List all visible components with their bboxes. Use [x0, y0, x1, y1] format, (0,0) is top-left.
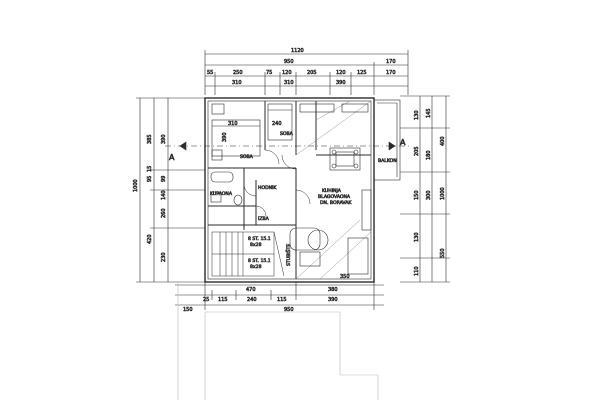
- dim-right-mid-130b: 130: [414, 232, 420, 242]
- dim-left-385: 385: [147, 134, 153, 144]
- room-label-kuhinja: KUHINJA: [322, 188, 342, 194]
- room-label-soba-1: SOBA: [240, 154, 254, 160]
- dim-left-420: 420: [147, 234, 153, 244]
- dim-row2-width: 950: [284, 59, 294, 65]
- balcony: [373, 99, 401, 181]
- dim-bed-mid: 240: [272, 121, 282, 127]
- dim-overall-width: 1120: [291, 48, 304, 54]
- dim-right-outer-145: 145: [426, 108, 432, 118]
- dim-right-total: 1000: [440, 187, 446, 200]
- dim-right-mid-130: 130: [414, 110, 420, 120]
- dim-top-seg-4: 120: [282, 70, 292, 76]
- section-marker-left: A: [169, 153, 175, 162]
- dim-kitchen-depth: 350: [340, 274, 350, 280]
- dim-left-1000: 1000: [133, 179, 139, 192]
- dim-right-outer-300: 300: [426, 190, 432, 200]
- door-swings: [243, 149, 311, 217]
- interior-walls: [208, 101, 371, 279]
- dim-top-bay-1: 310: [232, 80, 242, 86]
- dim-right-outer-400: 400: [440, 136, 446, 146]
- room-label-hodnik: HODNIK: [258, 185, 277, 191]
- dim-right-mid-150: 150: [414, 190, 420, 200]
- dim-row2-right: 170: [386, 59, 396, 65]
- dim-left-230: 230: [161, 252, 167, 262]
- dim-top-bay-3: 390: [336, 80, 346, 86]
- plot-outline: [177, 282, 379, 400]
- dim-bottom-240: 240: [247, 297, 257, 303]
- dim-bottom-380: 380: [328, 287, 338, 293]
- section-marker-right: A: [400, 138, 406, 147]
- stair-b-label-2: 8x28: [250, 264, 262, 270]
- dim-top-seg-2: 250: [233, 70, 243, 76]
- kitchen-furniture: [289, 103, 372, 275]
- top-dimension-lines: [204, 50, 409, 95]
- dim-bottom-950: 950: [284, 307, 294, 313]
- dim-left-140: 140: [161, 190, 167, 200]
- dim-top-bay-2: 310: [284, 80, 294, 86]
- dim-left-260: 260: [161, 208, 167, 218]
- right-dimension-lines: [400, 95, 450, 283]
- bathroom-fixtures: [210, 171, 243, 206]
- dim-bed-left: 310: [228, 121, 238, 127]
- dim-left-99: 99: [161, 176, 167, 182]
- dim-right-outer-550: 550: [440, 248, 446, 258]
- dim-bottom-150: 150: [183, 307, 193, 313]
- room-label-soba-2: SOBA: [280, 131, 294, 137]
- room-label-stubiste: STUBIŠTE: [285, 244, 292, 266]
- room-label-kupaona: KUPAONA: [210, 191, 233, 197]
- dim-bottom-115: 115: [218, 297, 228, 303]
- room-label-blagovaona: BLAGOVAONA: [318, 194, 351, 200]
- stair-a-label-1: 8 ST. 15.1: [248, 236, 271, 242]
- dim-top-seg-8: 170: [386, 70, 396, 76]
- dim-left-15: 15: [147, 166, 153, 172]
- dim-top-seg-3: 75: [266, 70, 272, 76]
- section-line-a: [165, 141, 410, 151]
- dim-top-seg-7: 125: [357, 70, 367, 76]
- dim-left-390: 390: [161, 134, 167, 144]
- dim-bottom-470: 470: [246, 287, 256, 293]
- dim-top-seg-6: 120: [336, 70, 346, 76]
- bedroom-furniture: [211, 103, 293, 161]
- staircase: [211, 231, 285, 277]
- left-dimension-lines: [136, 97, 205, 283]
- dim-top-seg-5: 205: [307, 70, 317, 76]
- dim-right-mid-110: 110: [414, 266, 420, 276]
- dim-right-outer-180: 180: [426, 150, 432, 160]
- dim-bottom-115b: 115: [277, 297, 287, 303]
- room-label-balkon: BALKON: [378, 158, 397, 164]
- dim-bottom-390: 390: [328, 297, 338, 303]
- stair-a-label-2: 8x28: [250, 242, 262, 248]
- dim-bed-depth: 390: [222, 132, 228, 142]
- dim-bottom-25: 25: [203, 297, 209, 303]
- room-label-izba: IZBA: [258, 216, 270, 222]
- dim-top-seg-1: 55: [207, 70, 213, 76]
- stair-b-label-1: 8 ST. 15.1: [248, 258, 271, 264]
- dim-left-95: 95: [147, 176, 153, 182]
- room-label-dn-boravak: DN. BORAVAK: [320, 200, 352, 206]
- bottom-dimension-lines: [175, 282, 384, 310]
- dim-right-mid-205: 205: [414, 146, 420, 156]
